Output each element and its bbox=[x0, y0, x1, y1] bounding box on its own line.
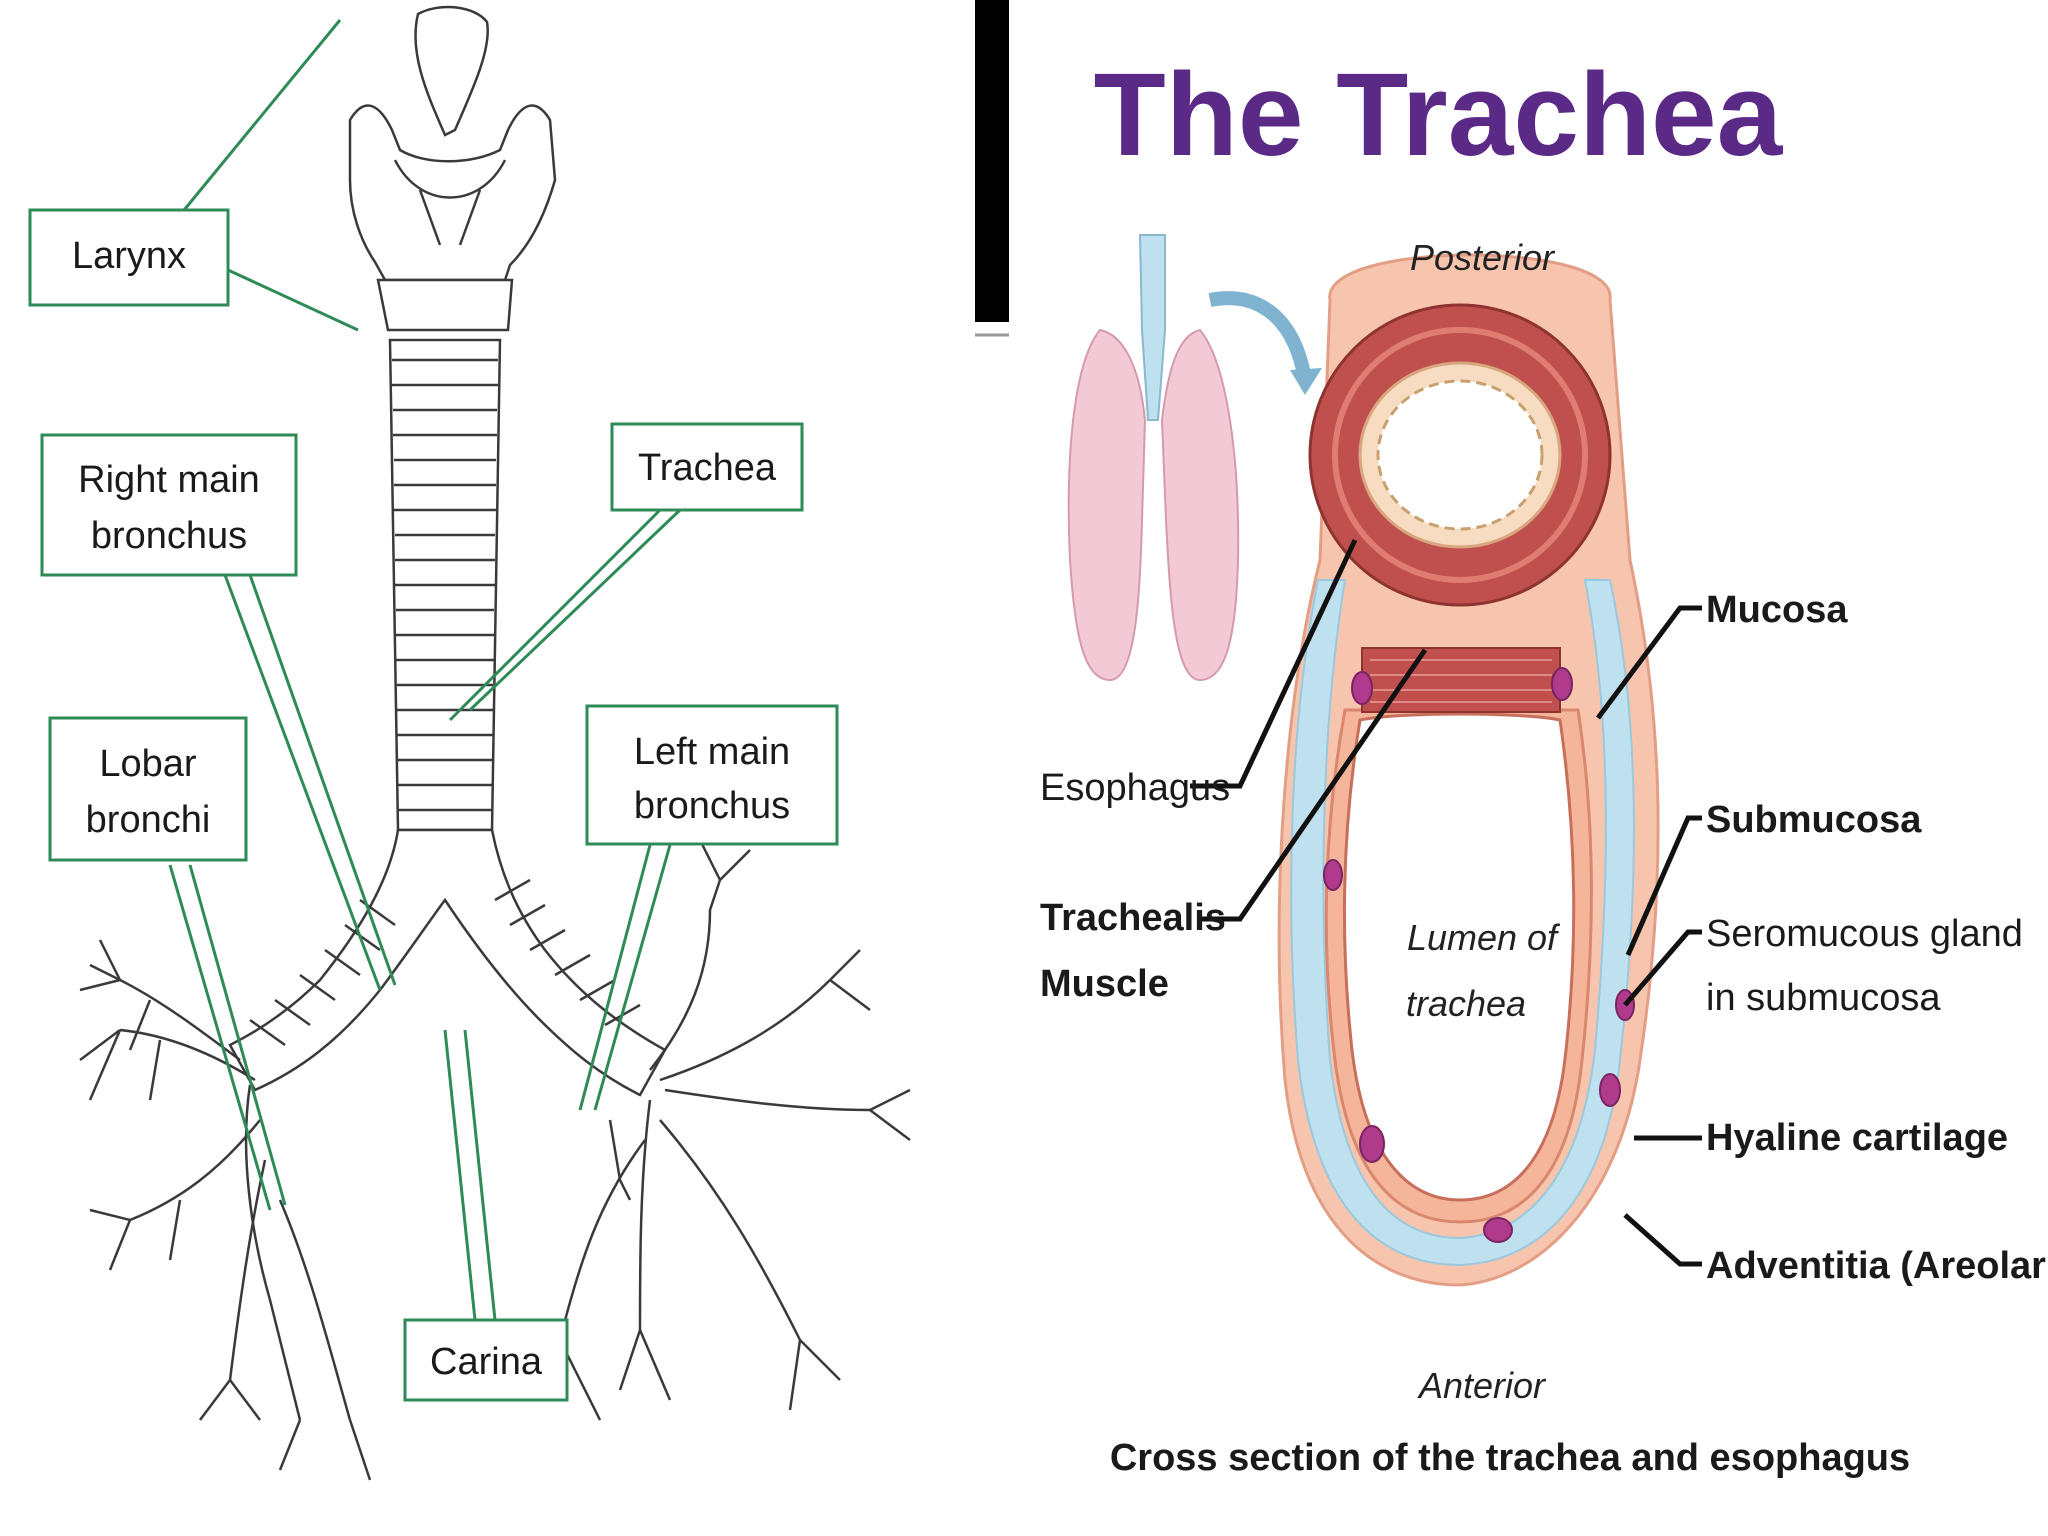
cricoid-cartilage-shape bbox=[376, 278, 514, 332]
lobar-bronchi-leader-a bbox=[168, 864, 272, 1211]
svg-text:bronchi: bronchi bbox=[86, 799, 211, 841]
right-title: The Trachea bbox=[1094, 49, 1784, 181]
right-bronchial-branches bbox=[79, 939, 372, 1481]
lobar-bronchi-leader-b bbox=[188, 864, 287, 1206]
esophagus-lumen bbox=[1376, 379, 1544, 531]
trachealis-label-line2: Muscle bbox=[1040, 963, 1169, 1005]
right-labels: Esophagus Trachealis Muscle Mucosa Submu… bbox=[1040, 589, 2048, 1287]
inset-left-lung bbox=[1160, 328, 1240, 682]
right-main-bronchus-leader-a bbox=[223, 574, 382, 991]
submucosa-leader bbox=[1625, 815, 1702, 957]
larynx-detail-lines bbox=[393, 159, 507, 246]
label-larynx: Larynx bbox=[28, 208, 230, 307]
divider-bar bbox=[975, 0, 1009, 322]
right-main-bronchus-leader-b bbox=[248, 574, 397, 986]
lumen-area bbox=[1342, 712, 1576, 1202]
trachea-rings bbox=[392, 358, 498, 812]
submucosa-label: Submucosa bbox=[1706, 799, 1922, 841]
adventitia-leader bbox=[1623, 1213, 1702, 1267]
svg-text:Larynx: Larynx bbox=[72, 235, 186, 277]
hyaline-label: Hyaline cartilage bbox=[1706, 1117, 2008, 1159]
larynx-leader-top bbox=[178, 19, 342, 216]
anterior-label: Anterior bbox=[1417, 1365, 1547, 1406]
posterior-label: Posterior bbox=[1410, 237, 1556, 278]
mucosa-label: Mucosa bbox=[1706, 589, 1848, 631]
hyaline-cartilage-ring bbox=[1290, 579, 1635, 1267]
lumen-label-line1: Lumen of bbox=[1407, 917, 1561, 958]
inset-arrow-head bbox=[1290, 368, 1322, 395]
label-trachea: Trachea bbox=[610, 422, 804, 512]
caption: Cross section of the trachea and esophag… bbox=[1110, 1437, 1910, 1479]
svg-text:bronchus: bronchus bbox=[634, 785, 790, 827]
left-bronchial-branches bbox=[528, 839, 911, 1421]
right-leader-lines bbox=[1190, 538, 1702, 1267]
mucosa-leader bbox=[1595, 605, 1702, 720]
trachealis-leader bbox=[1198, 648, 1428, 922]
trachealis-fibers bbox=[1370, 659, 1552, 703]
seromucous-glands bbox=[1323, 667, 1635, 1243]
trachea-leader-b bbox=[468, 508, 682, 712]
esophagus-label: Esophagus bbox=[1040, 767, 1230, 809]
svg-text:Trachea: Trachea bbox=[638, 447, 777, 489]
inset-arrow-shaft bbox=[1208, 291, 1312, 382]
seromucous-label-line2: in submucosa bbox=[1706, 977, 1941, 1019]
carina-leader-a bbox=[443, 1029, 477, 1321]
label-left-main-bronchus: Left main bronchus bbox=[585, 704, 839, 846]
larynx-leader-bottom bbox=[227, 268, 359, 332]
trachealis-label-line1: Trachealis bbox=[1040, 897, 1226, 939]
svg-text:Left main: Left main bbox=[634, 731, 790, 773]
svg-text:Lobar: Lobar bbox=[99, 743, 197, 785]
seromucous-label-line1: Seromucous gland bbox=[1706, 913, 2023, 955]
inset-right-lung bbox=[1067, 328, 1147, 682]
thyroid-cartilage-shape bbox=[348, 104, 557, 282]
left-main-bronchus-leader-a bbox=[578, 844, 652, 1111]
left-leader-lines bbox=[168, 19, 682, 1321]
lumen-label-line2: trachea bbox=[1406, 983, 1526, 1024]
main-bronchi-shape bbox=[228, 828, 667, 1097]
left-main-bronchus-leader-b bbox=[593, 844, 672, 1111]
svg-text:Right main: Right main bbox=[78, 459, 260, 501]
label-right-main-bronchus: Right main bronchus bbox=[40, 433, 298, 577]
inset-trachea bbox=[1138, 234, 1166, 421]
svg-text:bronchus: bronchus bbox=[91, 515, 247, 557]
svg-text:Carina: Carina bbox=[430, 1341, 543, 1383]
seromucous-leader bbox=[1623, 929, 1702, 1007]
label-lobar-bronchi: Lobar bronchi bbox=[48, 716, 248, 862]
adventitia-label: Adventitia (Areolar CT) bbox=[1706, 1245, 2048, 1287]
label-carina: Carina bbox=[403, 1318, 569, 1402]
epiglottis-shape bbox=[414, 5, 489, 137]
carina-leader-b bbox=[463, 1029, 497, 1321]
lungs-inset-illustration bbox=[1067, 234, 1322, 682]
esophagus-muscle-ring bbox=[1332, 327, 1588, 583]
trachea-leader-a bbox=[448, 508, 662, 722]
bronchi-rings bbox=[249, 878, 641, 1047]
esophagus-leader bbox=[1190, 538, 1358, 789]
